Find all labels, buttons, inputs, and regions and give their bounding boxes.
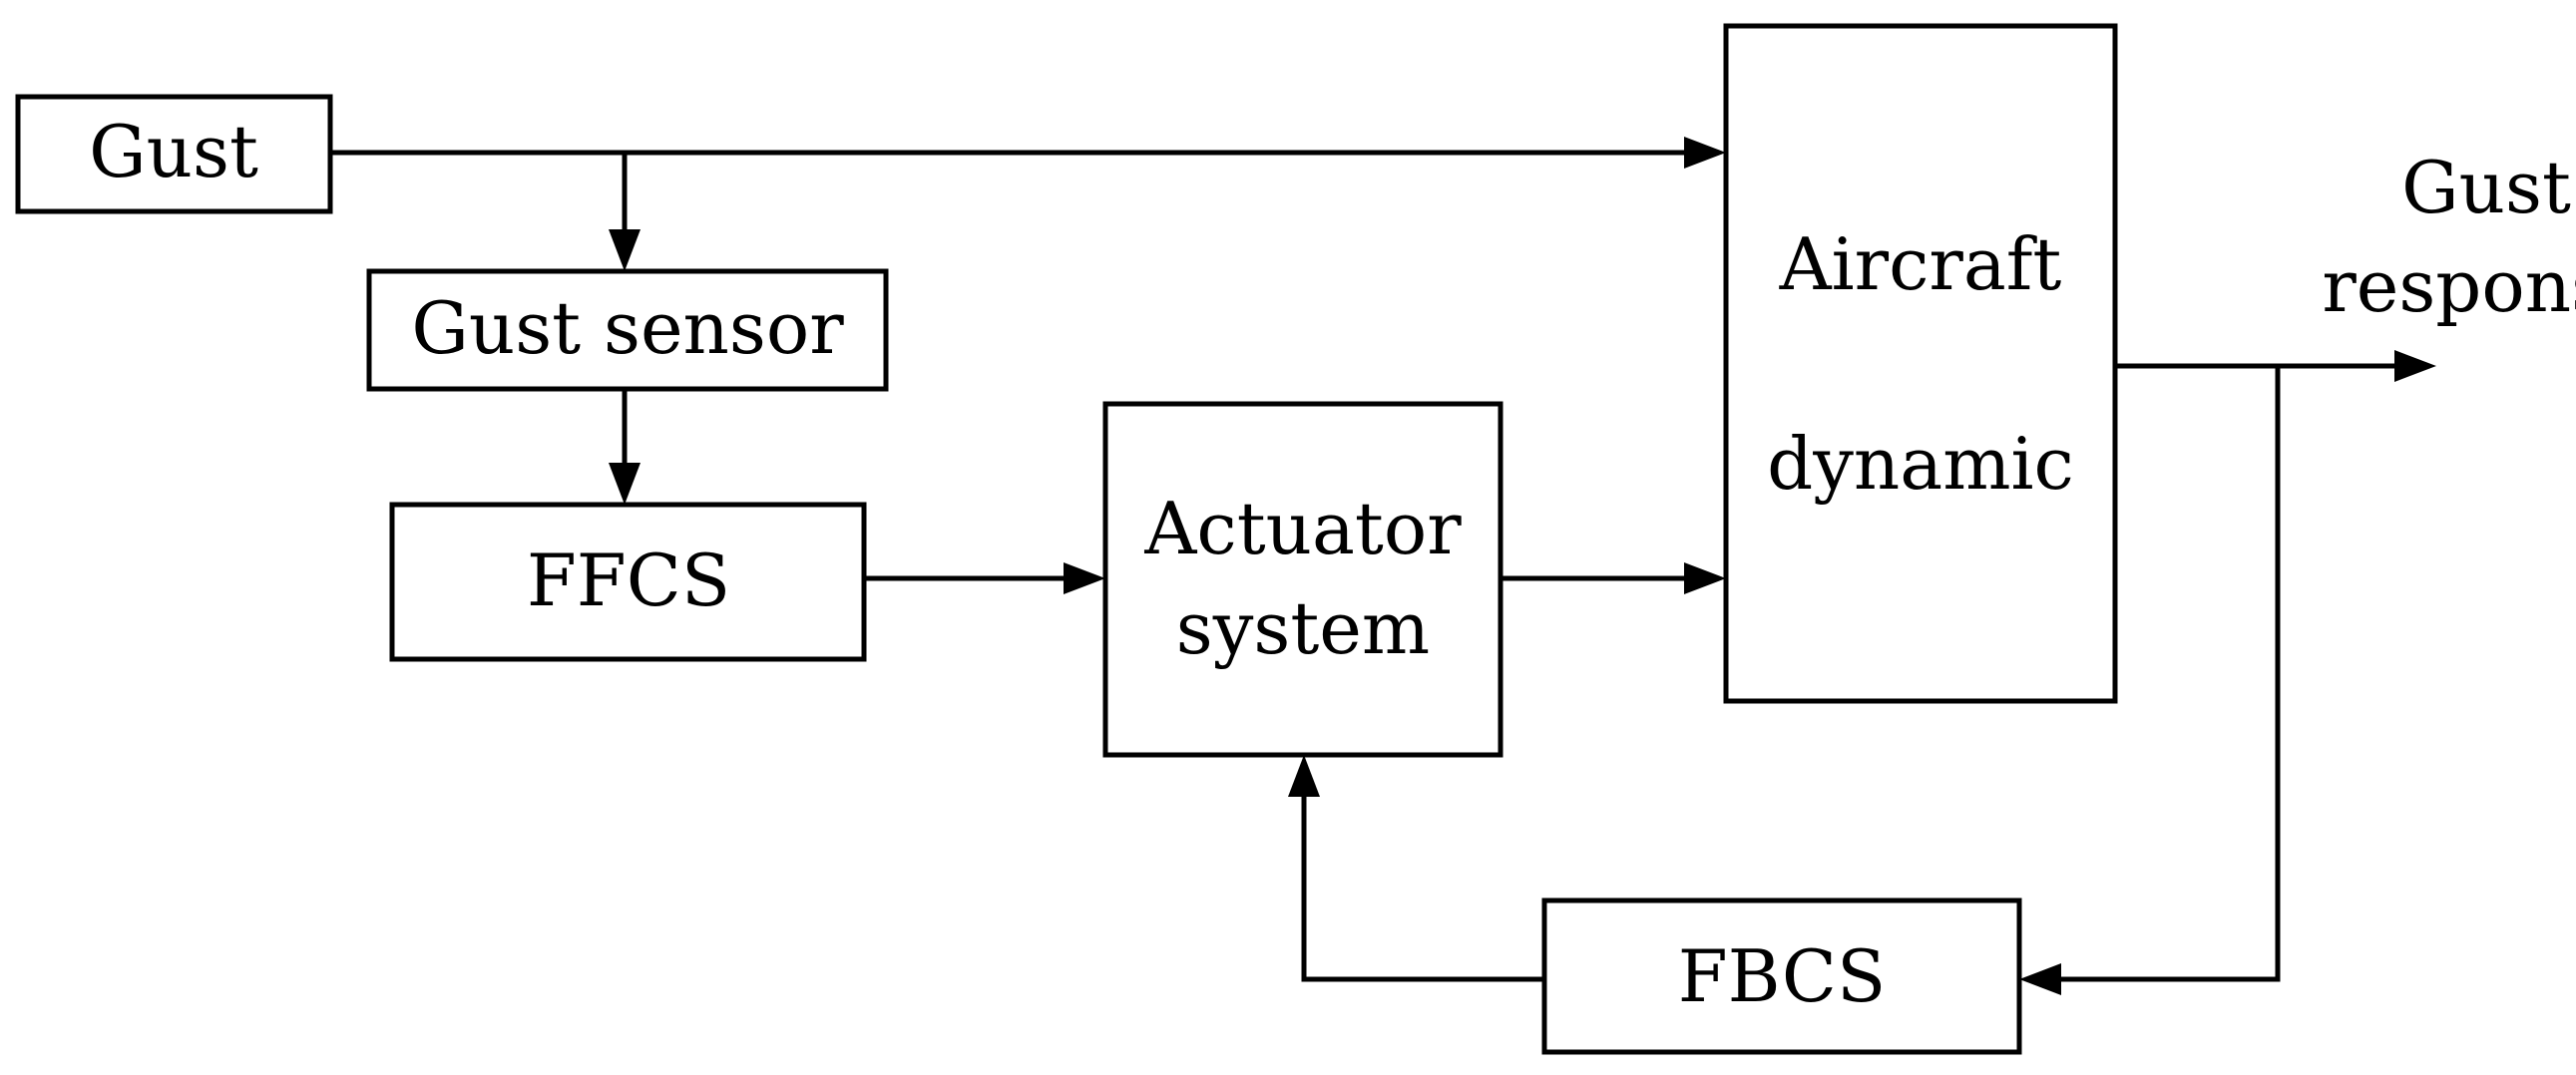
fbcs-label: FBCS bbox=[1678, 934, 1887, 1018]
gust-response-label-line2: response bbox=[2322, 244, 2576, 328]
arrow-gust-to-aircraft bbox=[330, 137, 1726, 169]
arrow-actuator-to-aircraft bbox=[1501, 562, 1726, 594]
gust-sensor-label: Gust sensor bbox=[411, 286, 844, 370]
ffcs-label: FFCS bbox=[527, 538, 730, 622]
arrow-sensor-to-ffcs bbox=[609, 389, 641, 505]
arrow-aircraft-to-output bbox=[2115, 350, 2436, 382]
gust-sensor-block: Gust sensor bbox=[366, 268, 889, 392]
fbcs-block: FBCS bbox=[1541, 897, 2022, 1055]
aircraft-dynamic-block: Aircraft dynamic bbox=[1723, 23, 2118, 704]
gust-block: Gust bbox=[15, 94, 333, 214]
gust-label: Gust bbox=[89, 110, 258, 193]
aircraft-label-line2: dynamic bbox=[1767, 422, 2074, 506]
aircraft-label-line1: Aircraft bbox=[1779, 222, 2062, 306]
actuator-label-line1: Actuator bbox=[1143, 487, 1462, 570]
arrow-gust-to-sensor bbox=[609, 153, 641, 271]
arrow-fbcs-to-actuator bbox=[1288, 755, 1544, 982]
actuator-label-line2: system bbox=[1176, 586, 1430, 670]
ffcs-block: FFCS bbox=[389, 502, 867, 662]
arrow-output-to-fbcs bbox=[2019, 366, 2281, 995]
actuator-system-block: Actuator system bbox=[1102, 401, 1503, 758]
gust-response-label-line1: Gust bbox=[2401, 146, 2571, 229]
arrow-ffcs-to-actuator bbox=[864, 562, 1105, 594]
